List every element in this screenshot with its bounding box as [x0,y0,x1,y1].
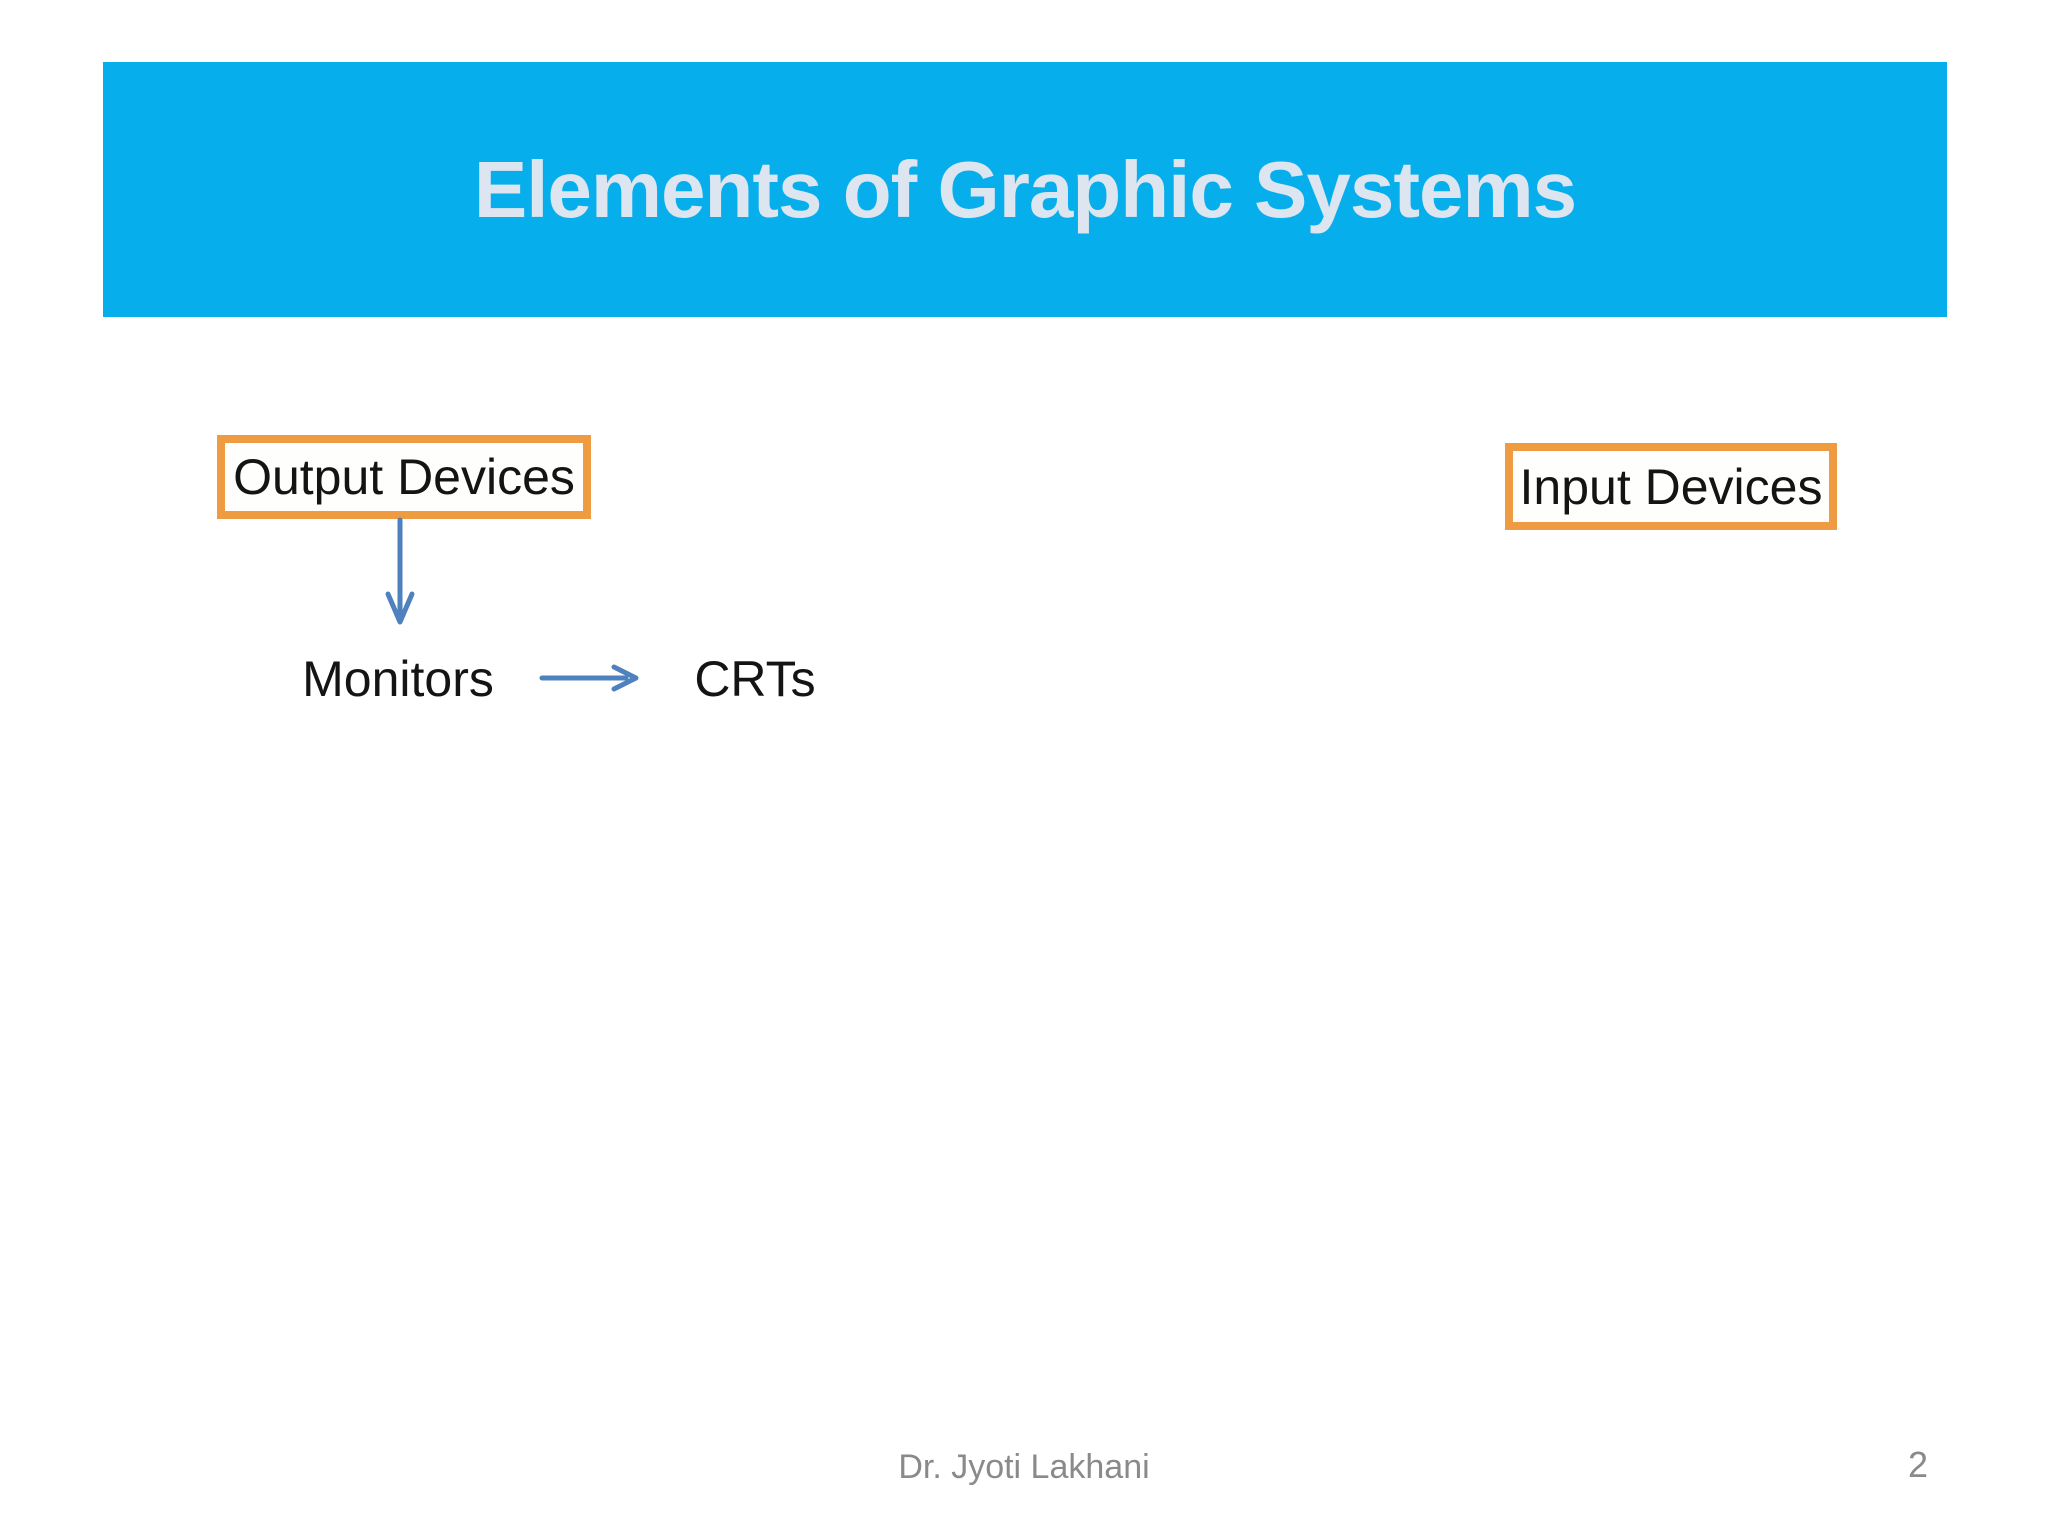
input-devices-label: Input Devices [1519,458,1823,515]
monitors-node: Monitors [302,651,494,707]
footer-author: Dr. Jyoti Lakhani [898,1448,1150,1486]
input-devices-box: Input Devices [1505,443,1837,530]
down-arrow [385,517,415,625]
right-arrow [539,664,639,692]
output-devices-label: Output Devices [233,449,575,505]
output-devices-box: Output Devices [217,435,591,519]
slide-title: Elements of Graphic Systems [473,144,1577,234]
page-number: 2 [1907,1444,1929,1485]
title-banner: Elements of Graphic Systems [103,62,1947,317]
crts-node: CRTs [694,651,816,707]
